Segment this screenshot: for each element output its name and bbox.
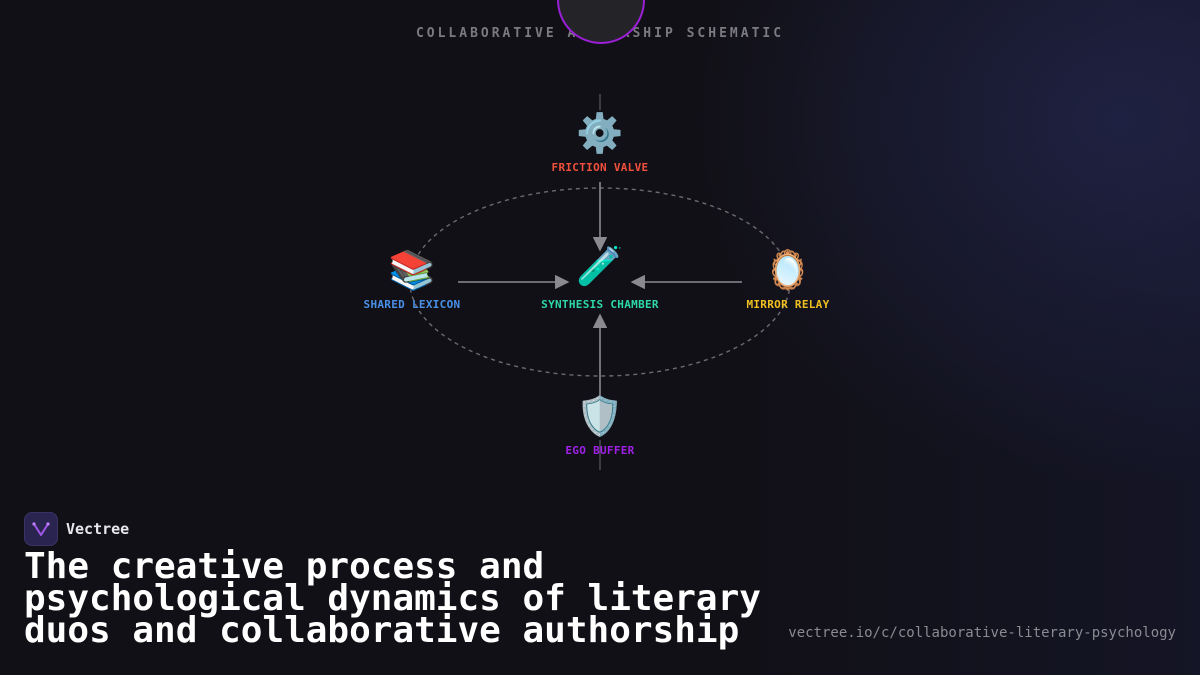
books-icon: 📚 (388, 248, 436, 292)
node-friction-valve[interactable]: ⚙️ FRICTION VALVE (500, 111, 700, 174)
test-tube-icon: 🧪 (576, 244, 624, 288)
node-mirror-relay[interactable]: 🪞 MIRROR RELAY (688, 248, 888, 311)
node-label: MIRROR RELAY (746, 298, 830, 311)
source-url[interactable]: vectree.io/c/collaborative-literary-psyc… (788, 625, 1176, 641)
brand[interactable]: Vectree (24, 512, 129, 546)
gear-icon: ⚙️ (576, 111, 624, 155)
node-label: SHARED LEXICON (363, 298, 461, 311)
node-label: EGO BUFFER (565, 444, 635, 457)
node-ego-buffer[interactable]: 🛡️ EGO BUFFER (500, 394, 700, 457)
brand-name: Vectree (66, 520, 130, 538)
page-title: The creative process and psychological d… (24, 546, 761, 651)
vectree-logo-icon (24, 512, 58, 546)
node-label: FRICTION VALVE (551, 161, 649, 174)
node-synthesis-chamber[interactable]: 🧪 SYNTHESIS CHAMBER (500, 240, 700, 311)
node-shared-lexicon[interactable]: 📚 SHARED LEXICON (312, 248, 512, 311)
node-label: SYNTHESIS CHAMBER (541, 298, 659, 311)
shield-icon: 🛡️ (576, 394, 624, 438)
mirror-icon: 🪞 (764, 248, 812, 292)
